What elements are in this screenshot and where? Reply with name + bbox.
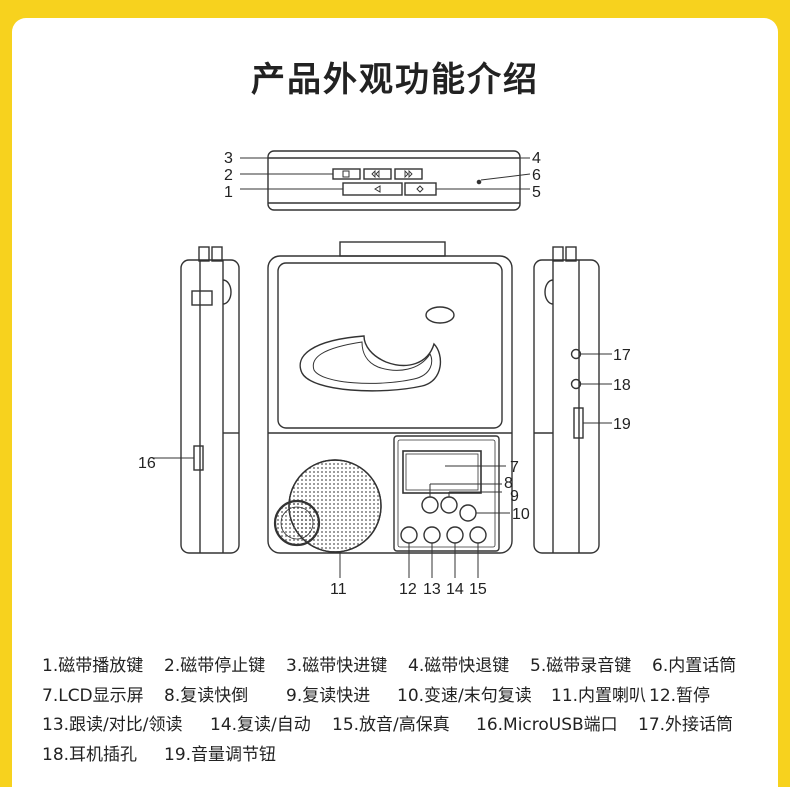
- legend-item: 19.音量调节钮: [164, 744, 277, 765]
- legend-item: 15.放音/高保真: [332, 715, 450, 735]
- legend-item: 5.磁带录音键: [530, 656, 632, 676]
- external-mic-jack: [570, 348, 582, 360]
- callout-17: 17: [613, 347, 631, 364]
- repeat-rewind-button: [421, 496, 439, 514]
- legend-item: 16.MicroUSB端口: [476, 715, 618, 735]
- legend-row: 1.磁带播放键 2.磁带停止键 3.磁带快进键 4.磁带快退键 5.磁带录音键 6.内置话…: [42, 652, 772, 682]
- legend-item: 13.跟读/对比/领读: [42, 715, 183, 735]
- repeat-auto-button: [446, 526, 464, 544]
- legend-row: 18.耳机插孔 19.音量调节钮: [42, 741, 772, 771]
- legend-row: 13.跟读/对比/领读 14.复读/自动 15.放音/高保真 16.MicroUSB端…: [42, 711, 772, 741]
- legend-item: 10.变速/末句复读: [397, 685, 532, 706]
- lcd-screen: [402, 450, 482, 494]
- speed-button: [459, 504, 477, 522]
- legend-item: 14.复读/自动: [210, 715, 311, 735]
- top-view: [240, 150, 531, 211]
- repeat-forward-button: [440, 496, 458, 514]
- callout-1: 1: [224, 184, 233, 201]
- legend-item: 12.暂停: [649, 685, 711, 706]
- follow-read-button: [423, 526, 441, 544]
- callout-14: 14: [446, 581, 464, 598]
- callout-12: 12: [399, 581, 417, 598]
- earphone-jack: [570, 378, 582, 390]
- callout-6: 6: [532, 167, 541, 184]
- info-card: 产品外观功能介绍: [12, 18, 778, 787]
- rewind-key: [394, 168, 423, 180]
- callout-13: 13: [423, 581, 441, 598]
- legend-item: 18.耳机插孔: [42, 744, 138, 765]
- legend-item: 11.内置喇叭: [551, 685, 647, 706]
- builtin-mic-icon: [476, 179, 482, 185]
- left-side-view: [152, 246, 240, 554]
- play-key: [342, 182, 403, 196]
- legend-item: 17.外接话筒: [638, 715, 734, 735]
- legend-item: 2.磁带停止键: [164, 656, 266, 676]
- callout-3: 3: [224, 150, 233, 167]
- callout-4: 4: [532, 150, 541, 167]
- fast-forward-key: [363, 168, 392, 180]
- callout-15: 15: [469, 581, 487, 598]
- legend-item: 3.磁带快进键: [286, 656, 388, 676]
- callout-8: 8: [504, 475, 513, 492]
- legend-item: 1.磁带播放键: [42, 656, 144, 676]
- play-hifi-button: [469, 526, 487, 544]
- callout-7: 7: [510, 459, 519, 476]
- callout-11: 11: [330, 581, 347, 598]
- legend-item: 9.复读快进: [286, 685, 371, 706]
- legend-item: 4.磁带快退键: [408, 656, 510, 676]
- front-view: [267, 241, 513, 578]
- callout-2: 2: [224, 167, 233, 184]
- right-side-view: [533, 246, 612, 554]
- callout-19: 19: [613, 416, 631, 433]
- usb-port: [193, 445, 204, 471]
- callout-9: 9: [510, 488, 519, 505]
- callout-5: 5: [532, 184, 541, 201]
- legend-item: 6.内置话筒: [652, 656, 737, 676]
- feature-legend: 1.磁带播放键 2.磁带停止键 3.磁带快进键 4.磁带快退键 5.磁带录音键 6.内置话…: [42, 652, 772, 770]
- callout-18: 18: [613, 377, 631, 394]
- pause-button: [400, 526, 418, 544]
- callout-10: 10: [512, 506, 530, 523]
- legend-item: 8.复读快倒: [164, 685, 249, 706]
- legend-item: 7.LCD显示屏: [42, 685, 144, 706]
- device-diagram: 3 2 1 4 6 5 16 17 18 19 7 8 9 10 11 12 1…: [138, 150, 631, 598]
- page-title: 产品外观功能介绍: [251, 60, 539, 100]
- callout-16: 16: [138, 455, 156, 472]
- record-key: [404, 182, 437, 196]
